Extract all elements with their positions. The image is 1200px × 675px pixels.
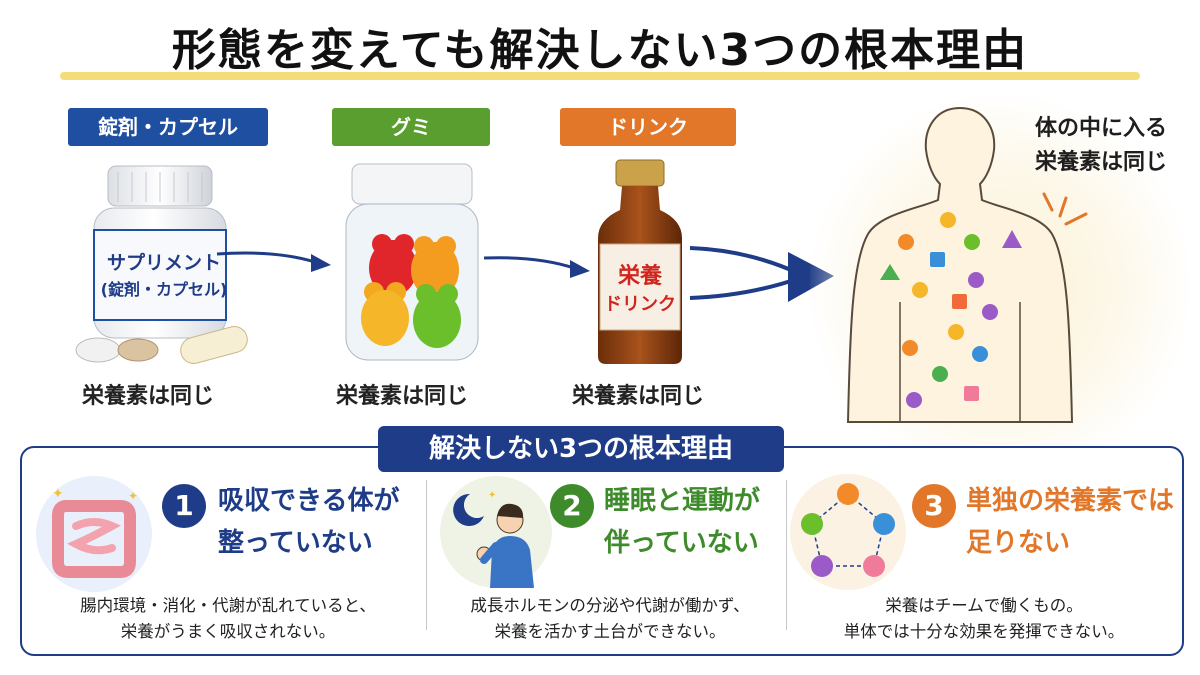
nutrient-network-icon — [790, 474, 906, 590]
drink-bottle — [594, 158, 686, 368]
supplement-bottle — [70, 160, 260, 380]
svg-text:✦: ✦ — [488, 490, 496, 501]
human-body-icon — [840, 102, 1080, 430]
reasons-panel-title: 解決しない3つの根本理由 — [378, 426, 784, 472]
reason-desc-1a: 腸内環境・消化・代謝が乱れていると、 — [80, 596, 376, 615]
moon-runner-icon: ✦ — [440, 476, 552, 588]
svg-text:✦: ✦ — [128, 489, 138, 503]
drink-label-1: 栄養 — [617, 264, 662, 289]
label-gummy: グミ — [332, 108, 490, 146]
reason-desc-2b: 栄養を活かす土台ができない。 — [494, 622, 726, 641]
label-tablet-capsule: 錠剤・カプセル — [68, 108, 268, 146]
caption-gummy: 栄養素は同じ — [336, 384, 469, 409]
title-underline — [60, 72, 1140, 80]
reason-desc-3a: 栄養はチームで働くもの。 — [885, 596, 1083, 615]
svg-text:✦: ✦ — [52, 486, 64, 502]
arrow-right-icon — [215, 240, 335, 280]
reason-number-2: 2 — [550, 484, 594, 528]
reason-title-2a: 睡眠と運動が — [604, 486, 761, 516]
body-text-2: 栄養素は同じ — [1034, 150, 1167, 175]
divider — [786, 480, 787, 630]
reason-title-3b: 足りない — [966, 528, 1071, 558]
intestine-icon: ✦ ✦ — [36, 476, 152, 592]
divider — [426, 480, 427, 630]
reason-desc-3b: 単体では十分な効果を発揮できない。 — [843, 622, 1125, 641]
reason-title-2b: 伴っていない — [604, 528, 759, 558]
reason-desc-1b: 栄養がうまく吸収されない。 — [120, 622, 336, 641]
drink-label-2: ドリンク — [604, 294, 676, 315]
page-title: 形態を変えても解決しない3つの根本理由 — [171, 25, 1029, 76]
label-drink: ドリンク — [560, 108, 736, 146]
caption-drink: 栄養素は同じ — [572, 384, 705, 409]
reason-title-1a: 吸収できる体が — [218, 486, 400, 516]
emphasis-lines-icon — [1036, 190, 1090, 240]
reasons-panel — [20, 446, 1184, 656]
gummy-jar — [338, 160, 486, 370]
reason-desc-2a: 成長ホルモンの分泌や代謝が働かず、 — [470, 596, 750, 615]
bottle-label-1: サプリメント — [106, 252, 221, 274]
reason-title-3a: 単独の栄養素では — [966, 486, 1175, 516]
arrow-right-icon — [482, 244, 594, 284]
pills-icon — [70, 318, 250, 368]
reason-number-3: 3 — [912, 484, 956, 528]
body-text-1: 体の中に入る — [1034, 116, 1167, 141]
reason-title-1b: 整っていない — [218, 528, 373, 558]
bottle-label-2: (錠剤・カプセル) — [100, 280, 228, 299]
reason-number-1: 1 — [162, 484, 206, 528]
caption-tablet: 栄養素は同じ — [82, 384, 215, 409]
